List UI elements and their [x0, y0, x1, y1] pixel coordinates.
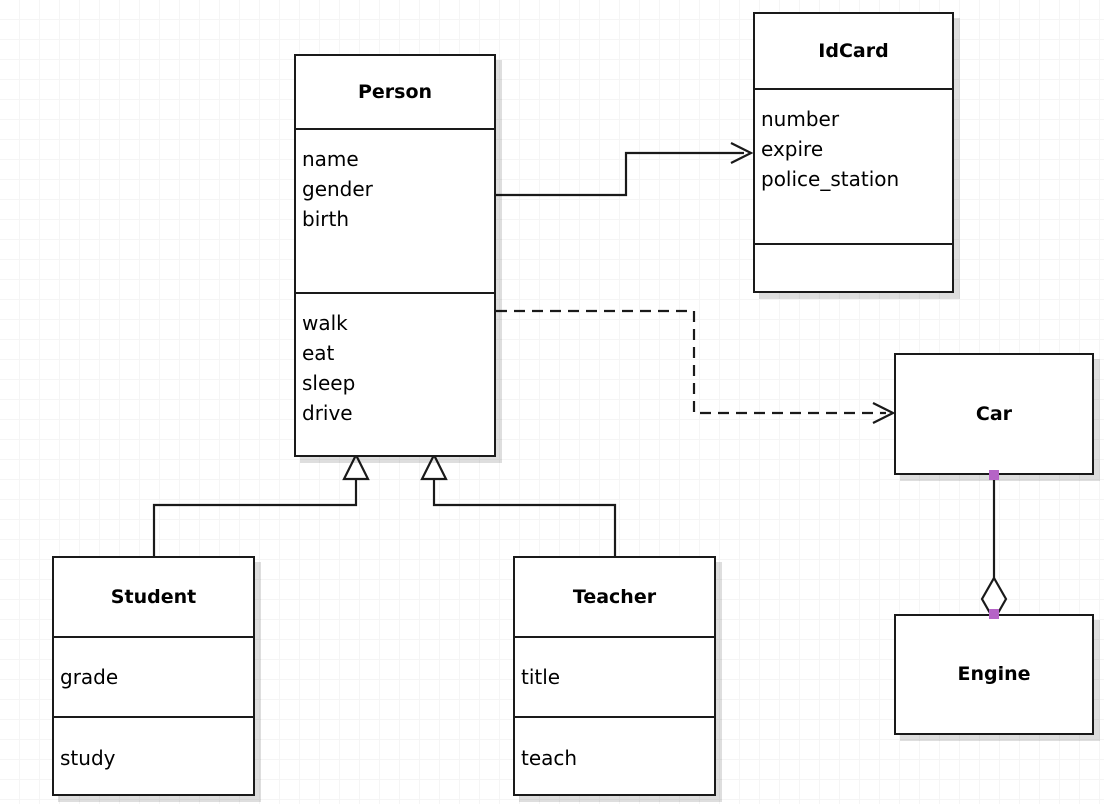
class-teacher-methods: teach	[515, 716, 714, 798]
method-item: sleep	[302, 371, 356, 395]
method-item: drive	[302, 401, 353, 425]
hollow-triangle-head	[342, 452, 370, 481]
edge-person-car[interactable]	[496, 309, 896, 424]
class-student[interactable]: Student grade study	[52, 556, 255, 796]
class-engine[interactable]: Engine	[894, 614, 1094, 735]
class-student-title: Student	[110, 585, 197, 608]
attribute-item: birth	[302, 207, 349, 231]
attribute-item: expire	[761, 137, 824, 161]
class-car[interactable]: Car	[894, 353, 1094, 475]
class-person[interactable]: Person name gender birth walk eat sleep …	[294, 54, 496, 457]
open-arrow-head	[730, 142, 754, 164]
edge-handle-car-end[interactable]	[989, 470, 999, 480]
class-person-attributes: name gender birth	[296, 128, 494, 292]
class-idcard-attributes: number expire police_station	[755, 88, 952, 243]
class-teacher-attributes: title	[515, 636, 714, 716]
edge-car-engine[interactable]	[980, 475, 1008, 623]
method-item: walk	[302, 311, 348, 335]
class-idcard-title: IdCard	[818, 39, 889, 62]
class-car-title: Car	[975, 402, 1013, 425]
attribute-item: number	[761, 107, 840, 131]
open-arrow-head	[872, 402, 896, 424]
method-item: teach	[521, 746, 578, 770]
hollow-triangle-head	[420, 452, 448, 481]
class-teacher-title: Teacher	[572, 585, 657, 608]
attribute-item: grade	[60, 665, 119, 689]
class-engine-title: Engine	[957, 663, 1031, 685]
attribute-item: title	[521, 665, 561, 689]
class-student-methods: study	[54, 716, 253, 798]
method-item: study	[60, 746, 116, 770]
class-idcard-methods	[755, 243, 952, 291]
attribute-item: gender	[302, 177, 373, 201]
edge-student-person[interactable]	[152, 452, 370, 557]
class-idcard[interactable]: IdCard number expire police_station	[753, 12, 954, 293]
attribute-item: police_station	[761, 167, 900, 191]
edge-teacher-person[interactable]	[420, 452, 617, 557]
class-teacher[interactable]: Teacher title teach	[513, 556, 716, 796]
attribute-item: name	[302, 147, 359, 171]
edge-person-idcard[interactable]	[496, 142, 754, 197]
class-person-title: Person	[357, 80, 433, 103]
class-person-methods: walk eat sleep drive	[296, 292, 494, 455]
method-item: eat	[302, 341, 335, 365]
edge-handle-engine-end[interactable]	[989, 609, 999, 619]
class-student-attributes: grade	[54, 636, 253, 716]
